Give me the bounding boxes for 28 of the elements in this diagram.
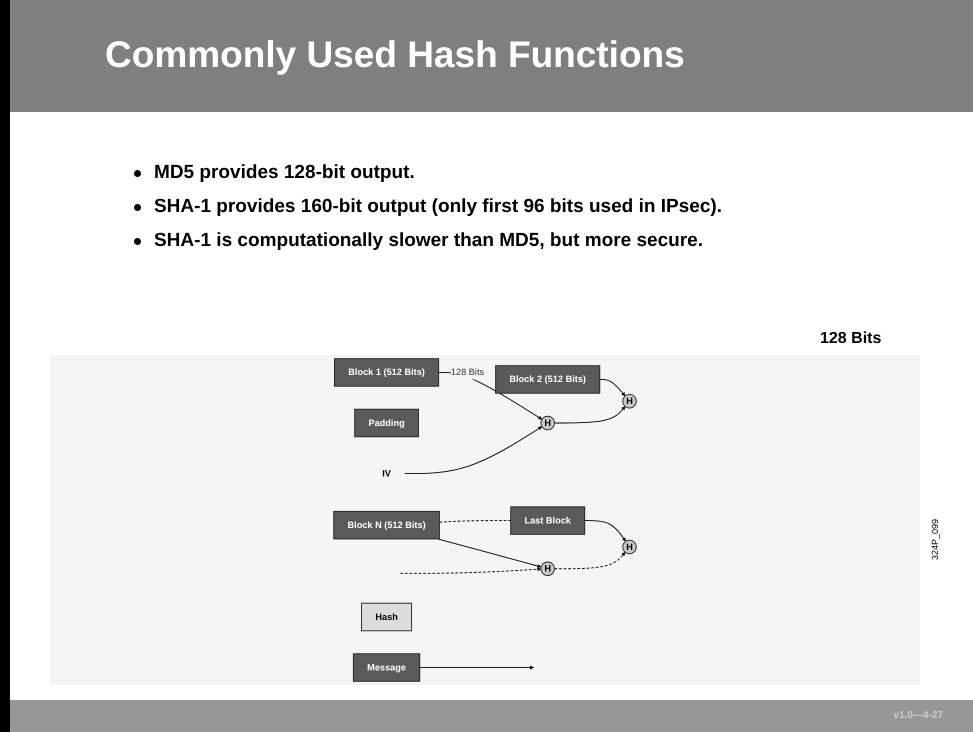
node-box: Block N (512 Bits) [333,510,440,540]
node-circle: H [540,562,555,576]
node-box: Block 1 (512 Bits) [334,358,440,387]
node-circle: H [622,540,637,554]
bullet-text: SHA-1 is computationally slower than MD5, but more secure. [154,230,704,251]
arrow [584,520,626,542]
node-text: IV [382,468,391,479]
figure-code: 324P_099 [930,518,940,560]
bit-length-label: 128 Bits [820,330,882,348]
arrow [419,666,534,670]
slide-title: Commonly Used Hash Functions [105,34,685,76]
bullet-text: MD5 provides 128-bit output. [154,162,415,183]
arrow [400,567,542,574]
edge-label: 128 Bits [450,367,484,378]
node-box: Message [352,653,420,682]
node-box: Hash [361,602,412,632]
node-circle: H [540,416,555,430]
arrow [554,406,626,424]
arrow [404,426,542,474]
node-box: Block 2 (512 Bits) [495,365,600,394]
arrow [437,538,542,568]
node-box: Padding [354,408,419,438]
arrow [554,552,626,570]
connector [438,520,512,523]
node-box: Last Block [510,506,586,535]
bullet-text: SHA-1 provides 160-bit output (only first 96 bits used in IPsec). [154,196,722,217]
node-circle: H [622,394,637,408]
arrow [599,379,626,396]
